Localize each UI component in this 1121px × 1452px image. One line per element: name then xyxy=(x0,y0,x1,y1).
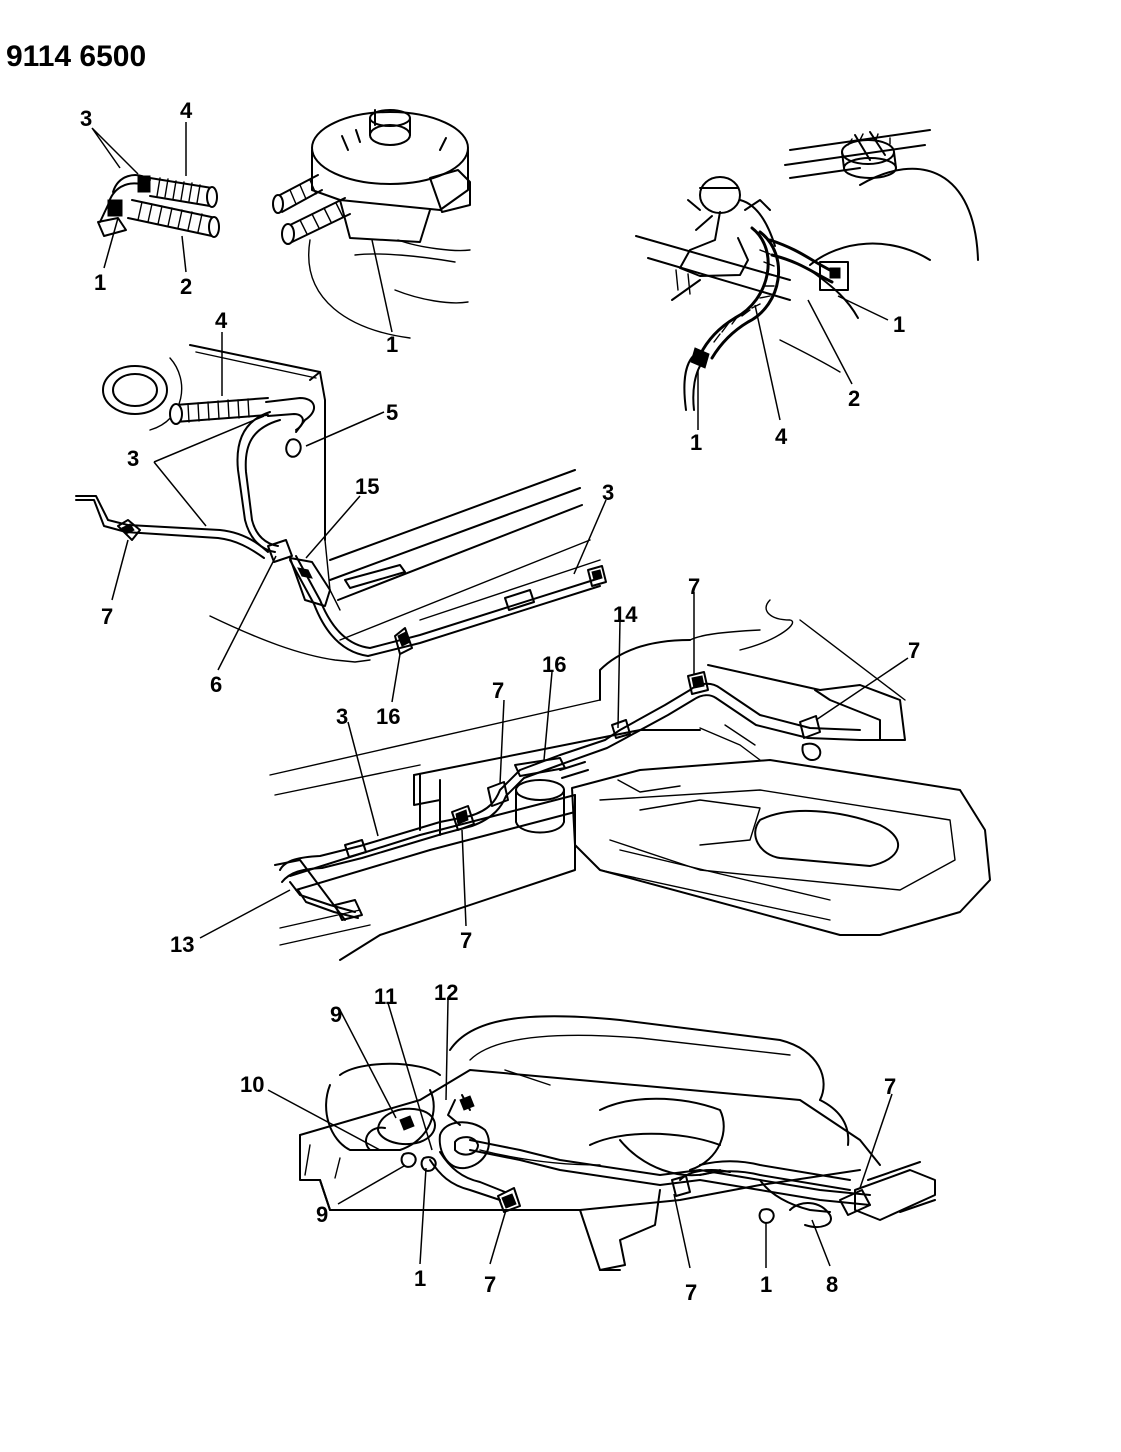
callout: 7 xyxy=(688,574,700,599)
leader-lines xyxy=(91,122,909,1269)
callout: 1 xyxy=(760,1272,772,1297)
callout: 7 xyxy=(884,1074,896,1099)
callouts: 3 4 1 2 1 1 2 1 4 4 5 3 15 3 7 6 16 7 14… xyxy=(80,98,920,1305)
callout: 1 xyxy=(94,270,106,295)
underbody-fuel-lines xyxy=(269,599,991,961)
callout: 1 xyxy=(893,312,905,337)
callout: 12 xyxy=(434,980,458,1005)
callout: 14 xyxy=(613,602,638,627)
callout: 5 xyxy=(386,400,398,425)
callout: 11 xyxy=(374,984,397,1009)
callout: 13 xyxy=(170,932,194,957)
front-fuel-lines xyxy=(75,344,607,663)
callout: 3 xyxy=(602,480,614,505)
callout: 2 xyxy=(180,274,192,299)
callout: 2 xyxy=(848,386,860,411)
callout: 8 xyxy=(826,1272,838,1297)
diagram-title: 9114 6500 xyxy=(6,40,146,73)
callout: 4 xyxy=(775,424,788,449)
rear-tank-assembly xyxy=(299,1015,936,1271)
callout: 15 xyxy=(355,474,379,499)
callout: 7 xyxy=(492,678,504,703)
callout: 9 xyxy=(330,1002,342,1027)
callout: 7 xyxy=(484,1272,496,1297)
callout: 1 xyxy=(690,430,702,455)
callout: 1 xyxy=(386,332,398,357)
callout: 9 xyxy=(316,1202,328,1227)
callout: 4 xyxy=(180,98,193,123)
callout: 7 xyxy=(460,928,472,953)
detail-engine-compartment xyxy=(635,129,979,411)
callout: 3 xyxy=(80,106,92,131)
callout: 16 xyxy=(376,704,400,729)
callout: 1 xyxy=(414,1266,426,1291)
callout: 3 xyxy=(336,704,348,729)
detail-hose-ends xyxy=(97,174,220,238)
callout: 7 xyxy=(908,638,920,663)
callout: 6 xyxy=(210,672,222,697)
callout: 7 xyxy=(101,604,113,629)
callout: 16 xyxy=(542,652,566,677)
callout: 10 xyxy=(240,1072,264,1097)
callout: 4 xyxy=(215,308,228,333)
callout: 3 xyxy=(127,446,139,471)
callout: 7 xyxy=(685,1280,697,1305)
detail-throttle-body xyxy=(272,109,471,339)
